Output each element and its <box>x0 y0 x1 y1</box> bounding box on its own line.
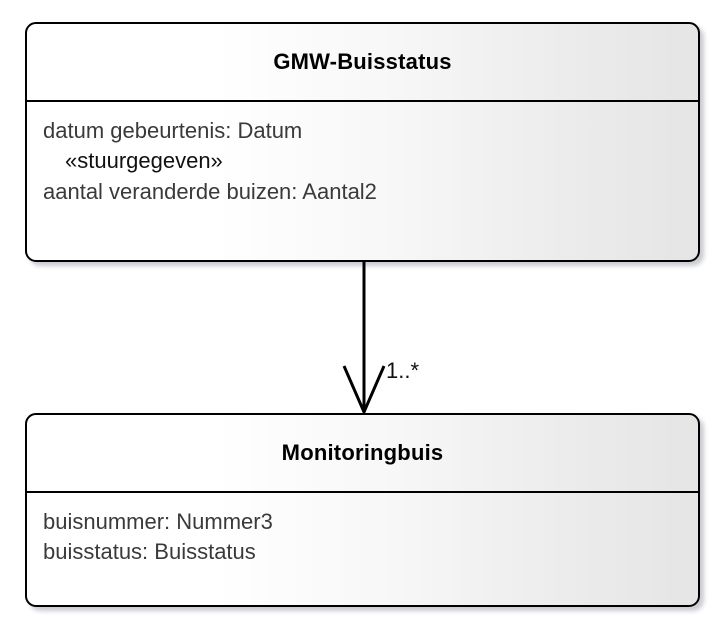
class-box-gmw-buisstatus[interactable]: GMW-Buisstatus datum gebeurtenis: Datum … <box>25 22 700 262</box>
class-title-monitoringbuis: Monitoringbuis <box>281 440 444 465</box>
association-multiplicity-label: 1..* <box>386 358 420 383</box>
attribute-aantal-veranderde-buizen: aantal veranderde buizen: Aantal2 <box>43 178 377 204</box>
stereotype-stuurgegeven: «stuurgegeven» <box>65 148 223 174</box>
class-attributes-gmw-buisstatus: datum gebeurtenis: Datum «stuurgegeven» … <box>27 102 698 207</box>
attribute-buisnummer: buisnummer: Nummer3 <box>43 509 273 534</box>
attribute-buisstatus: buisstatus: Buisstatus <box>43 539 256 565</box>
class-header-monitoringbuis: Monitoringbuis <box>27 415 698 493</box>
attribute-datum-gebeurtenis: datum gebeurtenis: Datum <box>43 118 303 143</box>
class-header-gmw-buisstatus: GMW-Buisstatus <box>27 24 698 102</box>
association-arrowhead-icon <box>342 365 386 416</box>
class-attributes-monitoringbuis: buisnummer: Nummer3 buisstatus: Buisstat… <box>27 493 698 568</box>
class-box-monitoringbuis[interactable]: Monitoringbuis buisnummer: Nummer3 buiss… <box>25 413 700 607</box>
class-title-gmw-buisstatus: GMW-Buisstatus <box>273 49 452 74</box>
